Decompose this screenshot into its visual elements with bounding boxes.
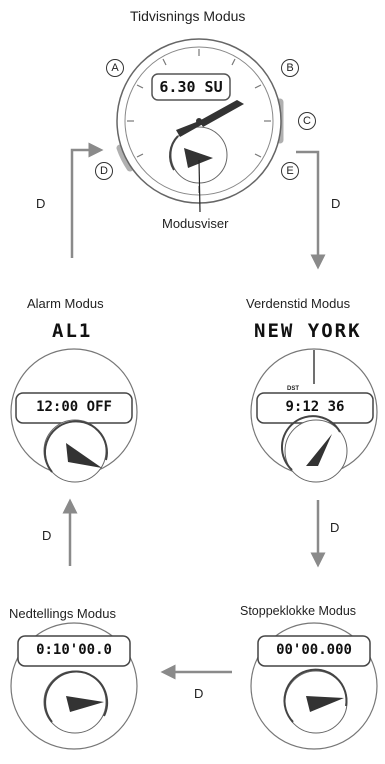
modusviser-label: Modusviser [162, 216, 229, 231]
alarm-watch [10, 348, 138, 483]
button-label-b: B [281, 59, 299, 77]
mode-arrows [62, 142, 326, 680]
world-lcd-text: 9:12 36 [285, 399, 345, 415]
stopwatch-title: Stoppeklokke Modus [240, 604, 357, 618]
button-label-c: C [298, 112, 316, 130]
countdown-lcd-window [17, 635, 131, 667]
main-subdial-hand [184, 148, 213, 168]
alarm-subdial-hand [66, 443, 102, 468]
alarm-lcd-text: 12:00 OFF [36, 399, 112, 415]
modusviser-pointer [198, 159, 201, 213]
world-dst-text: DST [287, 386, 299, 392]
arrow-label-right-mid: D [330, 520, 340, 535]
arrow-label-left-mid: D [42, 528, 52, 543]
stopwatch-subdial-ring [283, 668, 348, 723]
main-lcd-text: 6.30 SU [159, 78, 223, 96]
hand-pivot [196, 118, 202, 124]
countdown-lcd-text: 0:10'00.0 [36, 642, 112, 658]
stopwatch-lcd-text: 00'00.000 [276, 642, 352, 658]
arrow-label-bottom-left: D [194, 686, 204, 701]
stopwatch-subdial-hand [306, 696, 344, 712]
main-watch [116, 38, 284, 213]
button-label-a: A [106, 59, 124, 77]
world-subdial-hand [306, 434, 332, 466]
world-big-text: NEW YORK [254, 320, 362, 342]
world-subdial [284, 419, 348, 483]
stopwatch-lcd-window [257, 635, 371, 667]
main-subdial-arc [169, 135, 179, 171]
main-lcd-window [151, 73, 231, 101]
world-title: Verdenstid Modus [246, 296, 351, 311]
countdown-subdial-ring [44, 670, 109, 723]
stopwatch-watch [250, 622, 378, 750]
button-d-shape [116, 144, 134, 172]
button-label-d: D [95, 162, 113, 180]
countdown-watch [10, 622, 138, 750]
minute-hand [176, 121, 203, 137]
arrow-label-right-down: D [331, 196, 341, 211]
world-subdial-ring [280, 415, 341, 471]
alarm-title: Alarm Modus [27, 296, 104, 311]
countdown-subdial-hand [66, 696, 104, 712]
button-label-e: E [281, 162, 299, 180]
arrow-label-left-up: D [36, 196, 46, 211]
alarm-subdial-ring [43, 420, 108, 473]
alarm-big-text: AL1 [52, 320, 93, 342]
arrow-left-up [70, 142, 104, 258]
world-watch [250, 348, 378, 483]
arrow-right-down [296, 150, 326, 270]
top-title: Tidvisnings Modus [130, 8, 246, 24]
hour-hand [199, 100, 244, 127]
countdown-title: Nedtellings Modus [9, 606, 116, 621]
